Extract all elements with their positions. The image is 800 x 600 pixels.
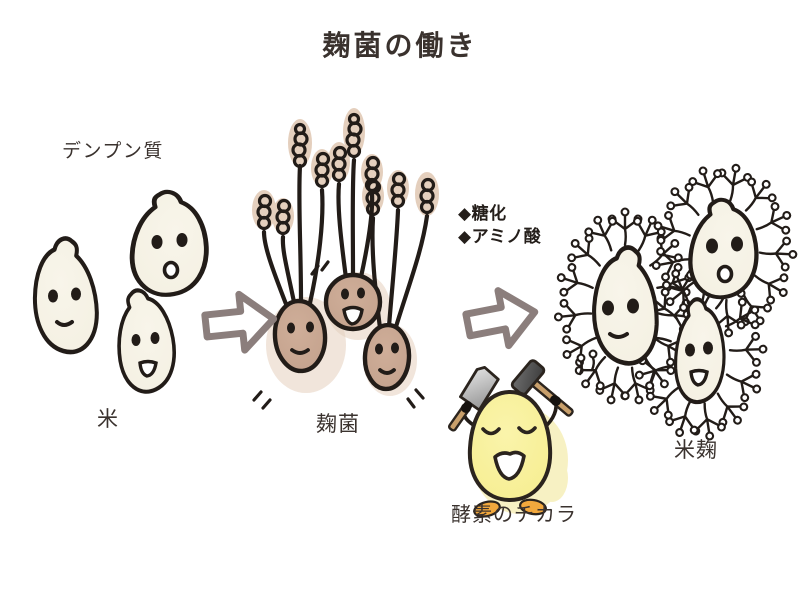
starch-label: デンプン質	[62, 140, 164, 162]
enzyme-body	[467, 389, 553, 503]
rice-koji-label: 米麹	[674, 438, 718, 462]
rice-koji-faces	[602, 236, 743, 387]
enzyme-character	[448, 359, 574, 518]
enzyme-feet	[473, 498, 547, 518]
rice-label: 米	[97, 407, 118, 431]
motion-marks	[252, 260, 425, 410]
enzyme-power-label: 酵素のチカラ	[451, 502, 577, 526]
arrow-icon	[463, 285, 540, 353]
rice-grain	[128, 189, 212, 299]
koji-mold-group	[272, 272, 412, 392]
enzyme-hand	[461, 403, 471, 413]
rice-koji-grain	[591, 246, 659, 365]
effect-item-amino-acid: ◆アミノ酸	[458, 227, 542, 247]
koji-mold-body	[323, 272, 383, 332]
hammer-icon	[510, 359, 574, 417]
rice-grain	[115, 288, 177, 393]
enzyme-face	[481, 426, 537, 481]
koji-mold-faces	[287, 287, 399, 375]
koji-mold-label: 麹菌	[316, 412, 360, 436]
stray-spores	[576, 349, 598, 376]
koji-mold-body	[272, 298, 328, 374]
koji-mold-body	[362, 322, 412, 392]
rice-grain	[29, 236, 101, 355]
rice-koji-grain	[674, 299, 726, 403]
arrow-icon	[203, 291, 276, 354]
effects-list: ◆糖化 ◆アミノ酸	[458, 203, 541, 249]
page-title: 麹菌の働き	[322, 29, 478, 62]
rice-faces	[48, 233, 188, 378]
enzyme-hand	[551, 396, 561, 406]
effect-item-saccharification: ◆糖化	[458, 204, 507, 224]
mold-filaments	[551, 160, 799, 444]
